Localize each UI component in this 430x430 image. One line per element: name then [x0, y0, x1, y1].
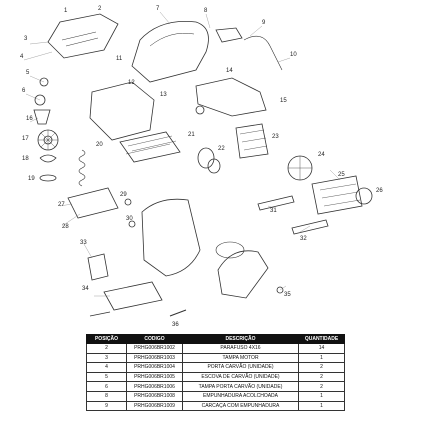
base-plate-part — [67, 187, 119, 219]
cell-code: PRHG006BR1005 — [126, 371, 183, 383]
cell-code: PRHG006BR1006 — [126, 381, 183, 392]
armature-part — [311, 175, 373, 215]
cell-description: TAMPA MOTOR — [182, 352, 299, 364]
housing-with-handle-part — [131, 21, 209, 83]
callout-21: 21 — [188, 132, 195, 138]
col-header-quantity: QUANTIDADE — [298, 334, 345, 344]
callout-7: 7 — [156, 6, 160, 12]
callout-2: 2 — [98, 6, 102, 12]
callout-3: 3 — [24, 36, 28, 42]
blade-part — [257, 195, 295, 211]
cell-code: PRHG006BR1008 — [126, 390, 183, 402]
padded-grip-part — [215, 27, 243, 43]
exploded-view-drawing: 1 2 3 4 5 6 7 8 9 10 11 12 13 14 15 16 1… — [20, 6, 383, 328]
parts-list-table: POSIÇÃO CODIGO DESCRIÇÃO QUANTIDADE 2 PR… — [86, 334, 345, 412]
cell-position: 8 — [86, 390, 127, 402]
cell-quantity: 2 — [298, 381, 345, 392]
cell-code: PRHG006BR1002 — [126, 343, 183, 354]
callout-24: 24 — [318, 152, 325, 158]
cell-code: PRHG006BR1003 — [126, 352, 183, 364]
callout-8: 8 — [204, 8, 208, 14]
cell-quantity: 1 — [298, 352, 345, 364]
callout-16: 16 — [26, 116, 33, 122]
spring-part — [78, 149, 86, 187]
belt-cover-part — [217, 250, 269, 299]
callout-17: 17 — [22, 136, 29, 142]
callout-35: 35 — [284, 292, 291, 298]
callout-10: 10 — [290, 52, 297, 58]
callout-33: 33 — [80, 240, 87, 246]
exploded-parts-diagram: 1 2 3 4 5 6 7 8 9 10 11 12 13 14 15 16 1… — [20, 6, 383, 328]
callout-32: 32 — [300, 236, 307, 242]
cell-quantity: 2 — [298, 371, 345, 383]
callout-23: 23 — [272, 134, 279, 140]
shoe-plate-part — [103, 281, 163, 311]
callout-19: 19 — [28, 176, 35, 182]
table-row: 9 PRHG006BR1009 CARCAÇA COM EMPUNHADURA … — [86, 400, 345, 412]
callout-28: 28 — [62, 224, 69, 230]
cell-position: 3 — [86, 352, 127, 364]
cell-quantity: 1 — [298, 390, 345, 402]
cell-description: PARAFUSO 4X16 — [182, 343, 299, 354]
callout-5: 5 — [26, 70, 30, 76]
callout-30: 30 — [126, 216, 133, 222]
callout-14: 14 — [226, 68, 233, 74]
callout-11: 11 — [116, 56, 123, 62]
table-row: 6 PRHG006BR1006 TAMPA PORTA CARVÃO (UNID… — [86, 381, 345, 392]
callout-25: 25 — [338, 172, 345, 178]
table-header-row: POSIÇÃO CODIGO DESCRIÇÃO QUANTIDADE — [86, 334, 345, 344]
cell-position: 6 — [86, 381, 127, 392]
table-row: 2 PRHG006BR1002 PARAFUSO 4X16 14 — [86, 343, 345, 354]
callout-27: 27 — [58, 202, 65, 208]
cell-description: CARCAÇA COM EMPUNHADURA — [182, 400, 299, 412]
grid-plate-part — [119, 131, 181, 163]
callout-36: 36 — [172, 322, 179, 328]
stator-part — [235, 123, 269, 159]
callout-9: 9 — [262, 20, 266, 26]
callout-1: 1 — [64, 8, 68, 14]
table-row: 3 PRHG006BR1003 TAMPA MOTOR 1 — [86, 352, 345, 364]
table-row: 4 PRHG006BR1004 PORTA CARVÃO (UNIDADE) 2 — [86, 362, 345, 373]
callout-4: 4 — [20, 54, 24, 60]
cell-code: PRHG006BR1004 — [126, 362, 183, 373]
col-header-position: POSIÇÃO — [86, 334, 127, 344]
callout-12: 12 — [128, 80, 135, 86]
cell-code: PRHG006BR1009 — [126, 400, 183, 412]
wrench-part — [169, 309, 187, 317]
lower-housing-part — [141, 198, 201, 277]
table-row: 8 PRHG006BR1008 EMPUNHADURA ACOLCHOADA 1 — [86, 390, 345, 402]
callout-6: 6 — [22, 88, 26, 94]
fan-gear-part — [37, 129, 59, 151]
callout-26: 26 — [376, 188, 383, 194]
cell-position: 4 — [86, 362, 127, 373]
cell-position: 2 — [86, 343, 127, 354]
cell-description: PORTA CARVÃO (UNIDADE) — [182, 362, 299, 373]
power-cable-part — [243, 35, 283, 71]
cell-quantity: 14 — [298, 343, 345, 354]
cell-description: ESCOVA DE CARVÃO (UNIDADE) — [182, 371, 299, 383]
callout-13: 13 — [160, 92, 167, 98]
cell-description: TAMPA PORTA CARVÃO (UNIDADE) — [182, 381, 299, 392]
motor-cover-part — [47, 13, 119, 59]
cell-description: EMPUNHADURA ACOLCHOADA — [182, 390, 299, 402]
cell-position: 9 — [86, 400, 127, 412]
col-header-code: CODIGO — [126, 334, 183, 344]
callout-20: 20 — [96, 142, 103, 148]
callout-18: 18 — [22, 156, 29, 162]
callout-34: 34 — [82, 286, 89, 292]
callout-22: 22 — [218, 146, 225, 152]
callout-29: 29 — [120, 192, 127, 198]
col-header-description: DESCRIÇÃO — [182, 334, 299, 344]
cell-quantity: 1 — [298, 400, 345, 412]
cell-quantity: 2 — [298, 362, 345, 373]
callout-15: 15 — [280, 98, 287, 104]
table-row: 5 PRHG006BR1005 ESCOVA DE CARVÃO (UNIDAD… — [86, 371, 345, 383]
page-bottom-edge — [0, 425, 430, 430]
callout-31: 31 — [270, 208, 277, 214]
cell-position: 5 — [86, 371, 127, 383]
